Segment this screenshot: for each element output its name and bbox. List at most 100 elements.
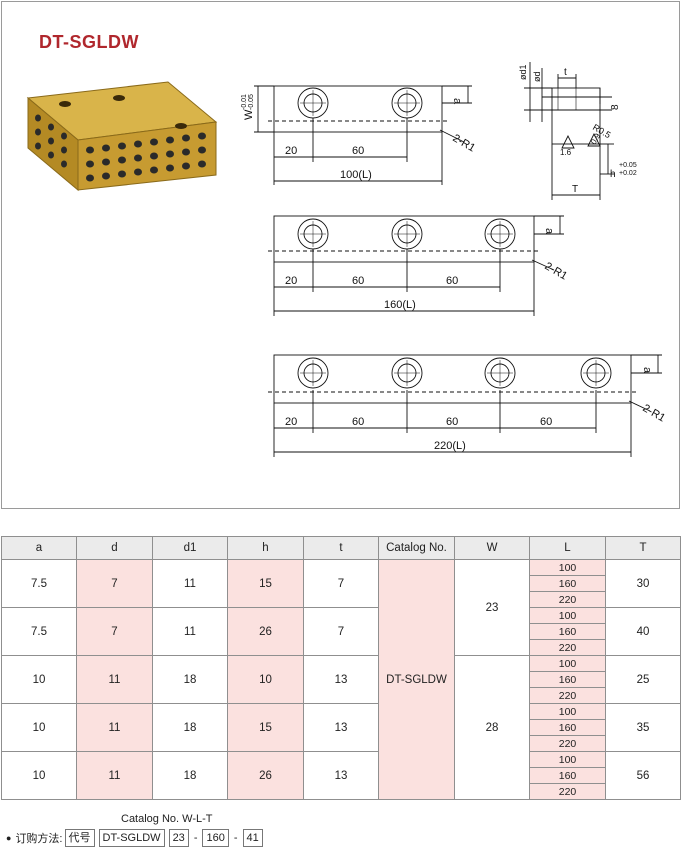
dim-60-large-3: 60 bbox=[540, 416, 552, 428]
table-row: 220 bbox=[2, 783, 681, 800]
t-label: t bbox=[564, 67, 567, 78]
order-dash: - bbox=[193, 832, 198, 844]
graphite-plug bbox=[150, 138, 158, 146]
cell-L: 160 bbox=[529, 575, 606, 592]
graphite-plug bbox=[150, 152, 158, 160]
graphite-plug bbox=[134, 140, 142, 148]
graphite-plug bbox=[48, 137, 54, 145]
table-header-row: a d d1 h t Catalog No. W L T bbox=[1, 536, 681, 560]
dim-60-large-1: 60 bbox=[352, 416, 364, 428]
cell-a: 10 bbox=[1, 751, 77, 800]
graphite-plug bbox=[86, 146, 94, 154]
h-tol-lower: +0.02 bbox=[619, 170, 637, 177]
graphite-plug bbox=[150, 166, 158, 174]
a-label-small: a bbox=[451, 98, 463, 105]
cell-h: 26 bbox=[227, 751, 304, 800]
table-row: 10 11 18 26 13 100 56 bbox=[1, 751, 681, 800]
cell-a: 10 bbox=[1, 655, 77, 704]
cell-T: 35 bbox=[605, 703, 681, 752]
cell-t: 7 bbox=[303, 559, 379, 608]
dim-20-mid: 20 bbox=[285, 275, 297, 287]
radius-large: 2-R1 bbox=[641, 402, 668, 424]
graphite-plug bbox=[48, 123, 54, 131]
header-t: t bbox=[303, 536, 379, 560]
table-row: 10 11 18 10 13 28 100 25 bbox=[1, 655, 681, 800]
table-row: 160 bbox=[2, 767, 681, 784]
graphite-plug bbox=[86, 174, 94, 182]
header-a: a bbox=[1, 536, 77, 560]
cell-h: 15 bbox=[227, 703, 304, 752]
cell-W: 28 bbox=[454, 655, 530, 800]
cell-T: 40 bbox=[605, 607, 681, 656]
cell-W: 23 bbox=[454, 559, 530, 656]
a-label-mid: a bbox=[543, 228, 555, 235]
cell-t: 13 bbox=[303, 751, 379, 800]
header-W: W bbox=[454, 536, 530, 560]
order-code-label: 代号 bbox=[64, 829, 95, 847]
radius-small: 2-R1 bbox=[451, 132, 478, 154]
cell-T: 56 bbox=[605, 751, 681, 800]
cell-L: 160 bbox=[529, 623, 606, 640]
cell-L: 220 bbox=[529, 735, 606, 752]
cell-L: 220 bbox=[529, 639, 606, 656]
dim-60-mid-1: 60 bbox=[352, 275, 364, 287]
order-t: 41 bbox=[242, 829, 263, 847]
cell-t: 7 bbox=[303, 607, 379, 656]
header-d1: d1 bbox=[152, 536, 228, 560]
graphite-plug bbox=[48, 151, 54, 159]
table-row: 220 bbox=[2, 735, 681, 752]
table-row: 160 bbox=[2, 575, 681, 592]
graphite-plug bbox=[166, 164, 174, 172]
dim-60-large-2: 60 bbox=[446, 416, 458, 428]
cell-d1: 18 bbox=[152, 703, 228, 752]
cell-d: 11 bbox=[76, 655, 153, 704]
cell-d: 11 bbox=[76, 703, 153, 752]
cell-T: 30 bbox=[605, 559, 681, 608]
cell-L: 160 bbox=[529, 767, 606, 784]
graphite-plug bbox=[198, 132, 206, 140]
graphite-plug bbox=[102, 158, 110, 166]
dim-20-small: 20 bbox=[285, 145, 297, 157]
graphite-plug bbox=[35, 142, 41, 150]
graphite-plug bbox=[61, 146, 67, 154]
table-row: 7.5 7 11 15 7 DT-SGLDW 23 100 30 bbox=[1, 559, 681, 800]
cell-t: 13 bbox=[303, 655, 379, 704]
table-row: 7.5 7 11 26 7 100 40 bbox=[1, 607, 681, 656]
graphite-plug bbox=[166, 150, 174, 158]
dim-total-small: 100(L) bbox=[340, 169, 372, 181]
bullet-icon: ● bbox=[6, 833, 12, 843]
cell-d: 7 bbox=[76, 607, 153, 656]
dim-20-large: 20 bbox=[285, 416, 297, 428]
graphite-plug bbox=[35, 128, 41, 136]
product-title: DT-SGLDW bbox=[39, 32, 139, 52]
graphite-plug bbox=[182, 148, 190, 156]
spec-table: a d d1 h t Catalog No. W L T 7.5 7 11 15… bbox=[1, 536, 681, 800]
cell-L: 100 bbox=[529, 655, 606, 672]
cell-L: 220 bbox=[529, 687, 606, 704]
cell-d1: 18 bbox=[152, 655, 228, 704]
eight-label: 8 bbox=[610, 104, 621, 110]
graphite-plug bbox=[118, 156, 126, 164]
table-row: 220 bbox=[2, 687, 681, 704]
cell-L: 100 bbox=[529, 703, 606, 720]
order-caption: Catalog No. W-L-T bbox=[121, 813, 213, 825]
cell-L: 160 bbox=[529, 719, 606, 736]
d-label: ød bbox=[532, 71, 542, 82]
cell-t: 13 bbox=[303, 703, 379, 752]
graphite-plug bbox=[118, 142, 126, 150]
dim-total-mid: 160(L) bbox=[384, 299, 416, 311]
header-T: T bbox=[605, 536, 681, 560]
graphite-plug bbox=[198, 160, 206, 168]
graphite-plug bbox=[182, 162, 190, 170]
radius-mid: 2-R1 bbox=[543, 260, 570, 282]
order-label: 订购方法: bbox=[15, 833, 63, 845]
product-photo bbox=[26, 81, 218, 192]
cell-h: 10 bbox=[227, 655, 304, 704]
dim-total-large: 220(L) bbox=[434, 440, 466, 452]
graphite-plug bbox=[134, 168, 142, 176]
dim-60-small: 60 bbox=[352, 145, 364, 157]
cell-d: 11 bbox=[76, 751, 153, 800]
cell-L: 220 bbox=[529, 783, 606, 800]
header-L: L bbox=[529, 536, 606, 560]
cell-L: 100 bbox=[529, 751, 606, 768]
